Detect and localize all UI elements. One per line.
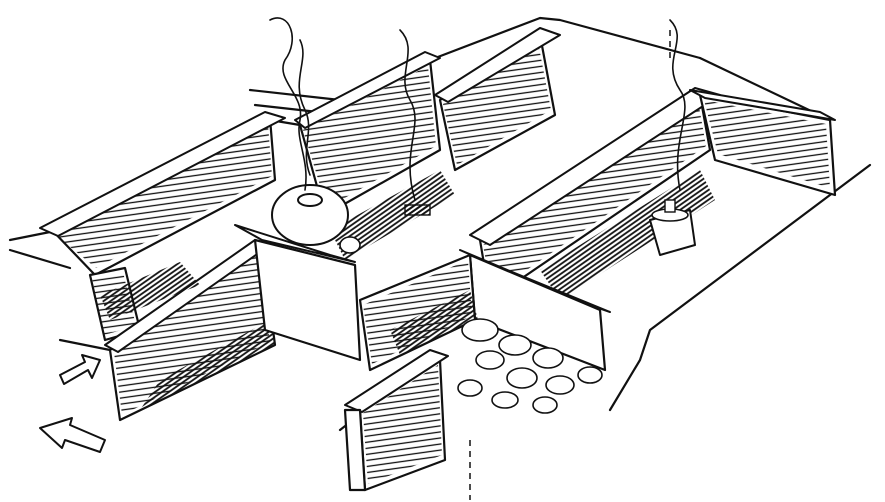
small-vessel-icon [404, 204, 431, 216]
entrance-arrow-icon [59, 354, 101, 385]
smoke-icon [269, 17, 686, 201]
left-room-walls [100, 224, 362, 422]
floor-stones [457, 318, 603, 414]
dashed-axis [469, 30, 671, 500]
middle-room-walls [294, 27, 561, 260]
brazier-icon [649, 199, 696, 256]
right-room-walls [459, 87, 837, 372]
pot-icon [271, 184, 361, 254]
corridor-walls [343, 253, 478, 492]
exit-arrow-icon [39, 417, 106, 453]
